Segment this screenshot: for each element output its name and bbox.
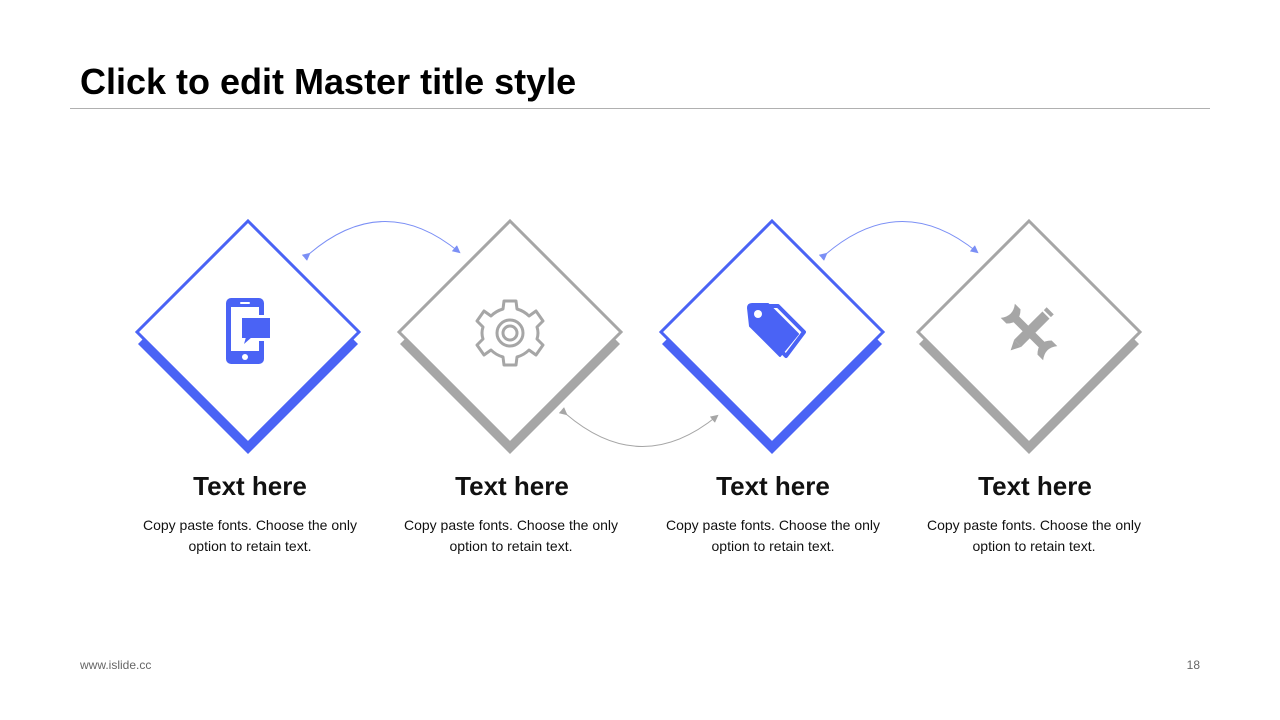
- connector-arrow-2-3: [558, 407, 719, 447]
- slide-title[interactable]: Click to edit Master title style: [80, 61, 577, 102]
- card-4-body-line-1: Copy paste fonts. Choose the only: [926, 517, 1142, 533]
- title-divider: [70, 108, 1210, 109]
- card-4-body-line-2: option to retain text.: [972, 538, 1096, 554]
- tools-icon: [1000, 303, 1058, 361]
- card-2-heading[interactable]: Text here: [455, 471, 569, 501]
- card-2-body[interactable]: Copy paste fonts. Choose the only option…: [381, 515, 641, 557]
- footer-url: www.islide.cc: [80, 658, 152, 672]
- card-1-body-line-2: option to retain text.: [188, 538, 312, 554]
- card-3-body-line-2: option to retain text.: [711, 538, 835, 554]
- card-1-body[interactable]: Copy paste fonts. Choose the only option…: [120, 515, 380, 557]
- card-1-heading[interactable]: Text here: [193, 471, 307, 501]
- tags-icon: [747, 303, 806, 358]
- page-number: 18: [1186, 658, 1200, 672]
- connector-arrow-1-2: [301, 221, 461, 261]
- connector-arrow-3-4: [818, 221, 979, 261]
- card-4-body[interactable]: Copy paste fonts. Choose the only option…: [904, 515, 1164, 557]
- smartphone-chat-icon: [226, 298, 274, 364]
- card-3-body[interactable]: Copy paste fonts. Choose the only option…: [643, 515, 903, 557]
- card-3-body-line-1: Copy paste fonts. Choose the only: [665, 517, 881, 533]
- card-1-body-line-1: Copy paste fonts. Choose the only: [142, 517, 358, 533]
- card-4-heading[interactable]: Text here: [978, 471, 1092, 501]
- card-2-body-line-1: Copy paste fonts. Choose the only: [403, 517, 619, 533]
- gear-icon: [475, 299, 545, 367]
- card-3-heading[interactable]: Text here: [716, 471, 830, 501]
- card-2-body-line-2: option to retain text.: [449, 538, 573, 554]
